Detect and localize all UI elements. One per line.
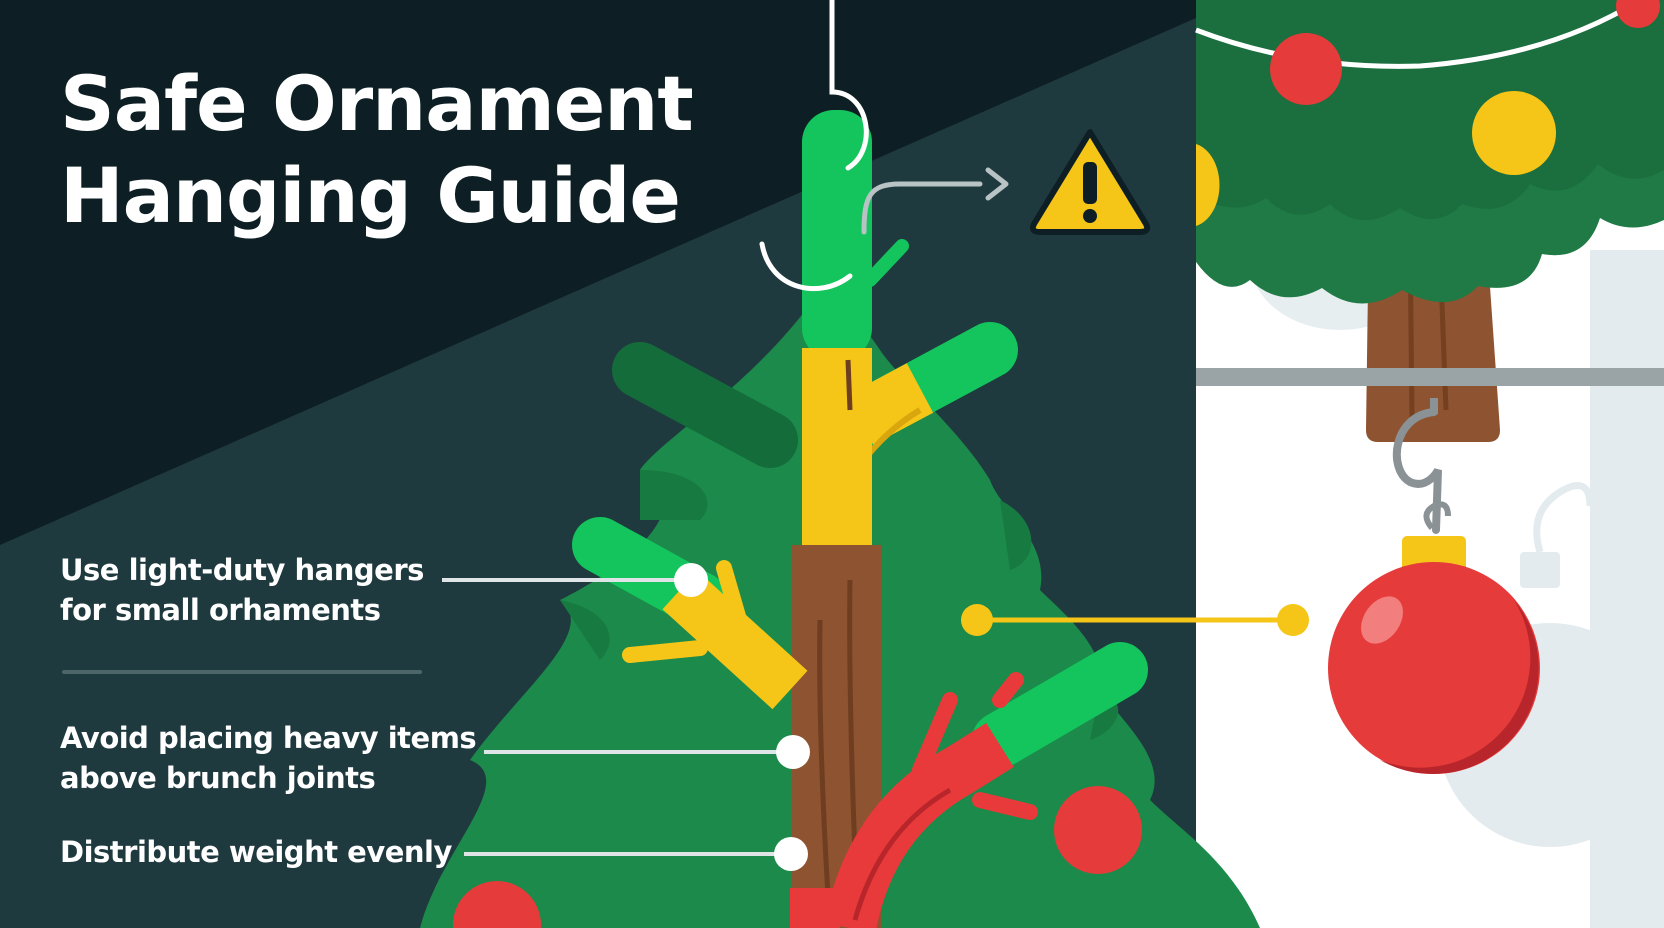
trunk-base-stress: [790, 888, 840, 928]
branch-lower-right-tip: [972, 642, 1148, 768]
callout-dot-1: [674, 563, 708, 597]
closeup-panel: [1195, 0, 1664, 928]
branch-lower-right-grain: [852, 787, 952, 921]
twig-top-right: [863, 239, 909, 287]
tree-bauble-right: [1054, 786, 1142, 874]
tip-avoid-heavy-items: Avoid placing heavy items above brunch j…: [60, 718, 477, 798]
page-title-line-1: Safe Ornament: [60, 59, 694, 148]
ornament-cap: [1402, 536, 1466, 572]
hook-wire-curl: [759, 241, 853, 292]
tip-2-line-2: above brunch joints: [60, 761, 376, 795]
closeup-bauble-red-top: [1616, 0, 1660, 28]
ghost-ornament-cap: [1520, 552, 1560, 588]
closeup-hook-wire: [1392, 408, 1442, 534]
branch-mid-left-stress: [662, 570, 808, 710]
tip-3-line-1: Distribute weight evenly: [60, 835, 452, 869]
ornament-shade: [1380, 600, 1539, 775]
tip-light-duty-hangers: Use light-duty hangers for small orhamen…: [60, 550, 424, 630]
callout-dot-ornament-right: [1277, 604, 1309, 636]
tip-distribute-weight: Distribute weight evenly: [60, 832, 452, 872]
tree-bauble-left: [453, 881, 541, 928]
branch-lower-right-stress: [824, 722, 1014, 928]
closeup-bauble-yellow-edge: [1196, 144, 1220, 226]
trunk-top-highlight: [802, 110, 872, 360]
closeup-bauble-red: [1270, 33, 1342, 105]
ornament-shine: [1361, 596, 1403, 644]
tip-2-line-1: Avoid placing heavy items: [60, 721, 477, 755]
warning-pointer-line: [861, 181, 983, 235]
warning-exclamation-bar: [1083, 162, 1097, 204]
warning-pointer-arrow: [985, 167, 1009, 201]
hook-wire-top: [829, 0, 869, 171]
branch-upper-left: [612, 342, 798, 468]
closeup-garland: [1195, 0, 1642, 69]
trunk-stress-zone: [802, 348, 872, 548]
callout-dot-ornament-left: [961, 604, 993, 636]
closeup-bauble-yellow: [1472, 91, 1556, 175]
callout-dot-2: [776, 735, 810, 769]
tip-1-line-2: for small orhaments: [60, 593, 381, 627]
branch-lower-right-twigs: [912, 672, 1038, 820]
page-title-line-2: Hanging Guide: [60, 151, 681, 240]
ghost-hook: [1533, 482, 1594, 554]
tip-1-line-1: Use light-duty hangers: [60, 553, 424, 587]
tip-divider: [62, 670, 422, 674]
ornament-loop: [1423, 501, 1451, 530]
warning-icon: [1029, 129, 1151, 235]
branch-mid-left-twigs: [622, 560, 750, 663]
page-title: Safe Ornament Hanging Guide: [60, 58, 694, 242]
callout-dot-3: [774, 837, 808, 871]
closeup-rod: [1196, 368, 1664, 386]
warning-exclamation-dot: [1083, 209, 1097, 223]
